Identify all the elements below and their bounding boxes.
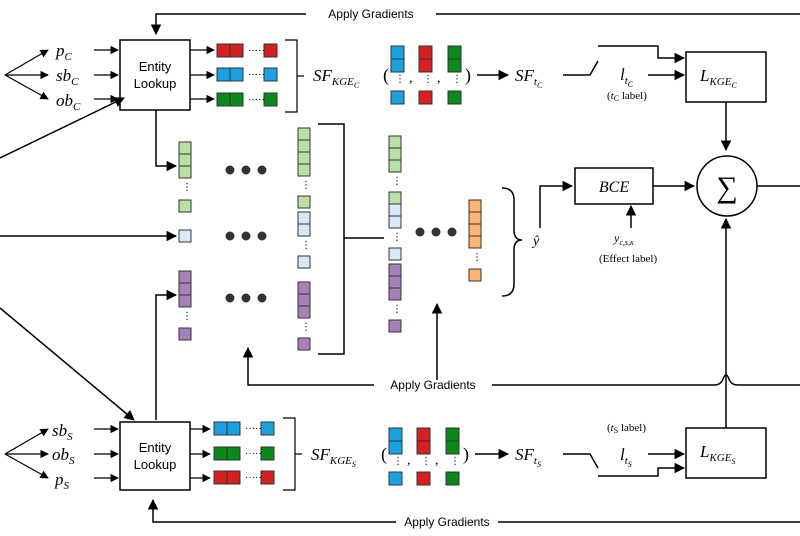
svg-text:·····: ····· [245, 448, 262, 459]
middle-column-1: ⋮ ⋮ [178, 141, 192, 341]
svg-text:): ) [463, 444, 469, 465]
entity-lookup-bottom: Entity Lookup [119, 421, 191, 491]
svg-text:Lookup: Lookup [134, 457, 177, 472]
input-ob-c: obC [56, 91, 81, 113]
bottom-gradient-loop: Apply Gradients [147, 498, 800, 529]
effect-label: (Effect label) [599, 253, 657, 265]
y-label: yc,s,κ [613, 231, 634, 247]
output-column: ⋮ [468, 199, 482, 282]
t-s-label-note: (tS label) [607, 422, 646, 435]
l-t-s: ltS [620, 445, 632, 469]
bottom-tuple-vectors: ⋮ , ⋮ , ⋮ [388, 427, 460, 486]
svg-text:·····: ····· [245, 472, 262, 483]
entity-lookup-top: Entity Lookup [119, 39, 191, 111]
svg-text:Entity: Entity [139, 59, 172, 74]
svg-text:⋮: ⋮ [450, 456, 460, 467]
loss-kge-s-box: LKGES [685, 427, 767, 479]
svg-text:⋮: ⋮ [421, 456, 431, 467]
svg-text:,: , [407, 453, 411, 468]
svg-text:,: , [435, 453, 439, 468]
apply-gradients-middle-label: Apply Gradients [390, 378, 475, 392]
svg-text:⋮: ⋮ [392, 232, 402, 243]
svg-text:BCE: BCE [599, 179, 629, 196]
svg-text:⋮: ⋮ [301, 180, 311, 191]
svg-text:⋮: ⋮ [472, 252, 482, 263]
input-sb-s: sbS [52, 421, 73, 443]
svg-text:(: ( [381, 444, 387, 465]
svg-text:·····: ····· [248, 94, 265, 105]
middle-column-2: ⋮ ⋮ ⋮ [297, 127, 311, 351]
middle-gradient-loop: Apply Gradients [242, 302, 800, 392]
svg-text:⋮: ⋮ [182, 182, 192, 193]
sf-t-c: SFtC [515, 66, 543, 90]
ellipsis-dots [225, 165, 457, 303]
top-tuple-vectors: ⋮ , ⋮ , ⋮ [390, 45, 462, 105]
svg-text:⋮: ⋮ [301, 322, 311, 333]
svg-text:⋮: ⋮ [182, 311, 192, 322]
bottom-inputs: sbS obS pS [4, 421, 119, 492]
svg-text:Lookup: Lookup [134, 76, 177, 91]
input-p-s: pS [54, 470, 70, 492]
input-ob-s: obS [52, 445, 75, 467]
svg-text:Entity: Entity [139, 440, 172, 455]
top-embeddings: ····· ····· ····· [216, 39, 304, 113]
svg-text:⋮: ⋮ [392, 176, 402, 187]
svg-text:⋮: ⋮ [301, 240, 311, 251]
y-hat: ŷ [531, 234, 540, 249]
input-sb-c: sbC [56, 66, 79, 88]
svg-text:·····: ····· [248, 45, 265, 56]
svg-text:,: , [409, 71, 413, 86]
sf-kge-s: SFKGES [311, 445, 356, 469]
input-p-c: pC [55, 41, 73, 63]
svg-text:∑: ∑ [716, 171, 737, 204]
svg-text:,: , [437, 71, 441, 86]
svg-text:LKGEC: LKGEC [699, 66, 737, 90]
svg-text:·····: ····· [248, 69, 265, 80]
top-inputs: pC sbC obC [4, 41, 119, 113]
apply-gradients-top-label: Apply Gradients [328, 7, 413, 21]
apply-gradients-bottom-label: Apply Gradients [404, 515, 489, 529]
concat-column: ⋮ ⋮ ⋮ [388, 135, 402, 333]
svg-text:⋮: ⋮ [392, 304, 402, 315]
svg-text:(: ( [383, 65, 389, 86]
top-gradient-loop: Apply Gradients [150, 7, 800, 36]
sum-node: ∑ [696, 155, 758, 217]
svg-text:LKGES: LKGES [699, 442, 735, 466]
sf-kge-c: SFKGEC [313, 66, 360, 90]
loss-kge-c-box: LKGEC [685, 51, 767, 103]
bce-box: BCE [574, 167, 654, 205]
svg-text:⋮: ⋮ [393, 456, 403, 467]
svg-text:⋮: ⋮ [423, 74, 433, 85]
l-t-c: ltC [620, 65, 634, 89]
svg-text:): ) [465, 65, 471, 86]
sf-t-s: SFtS [515, 445, 541, 469]
bottom-embeddings: ····· ····· ····· [213, 417, 302, 491]
svg-text:⋮: ⋮ [452, 74, 462, 85]
svg-text:·····: ····· [245, 423, 262, 434]
svg-text:⋮: ⋮ [395, 74, 405, 85]
t-c-label-note: (tC label) [607, 90, 647, 103]
